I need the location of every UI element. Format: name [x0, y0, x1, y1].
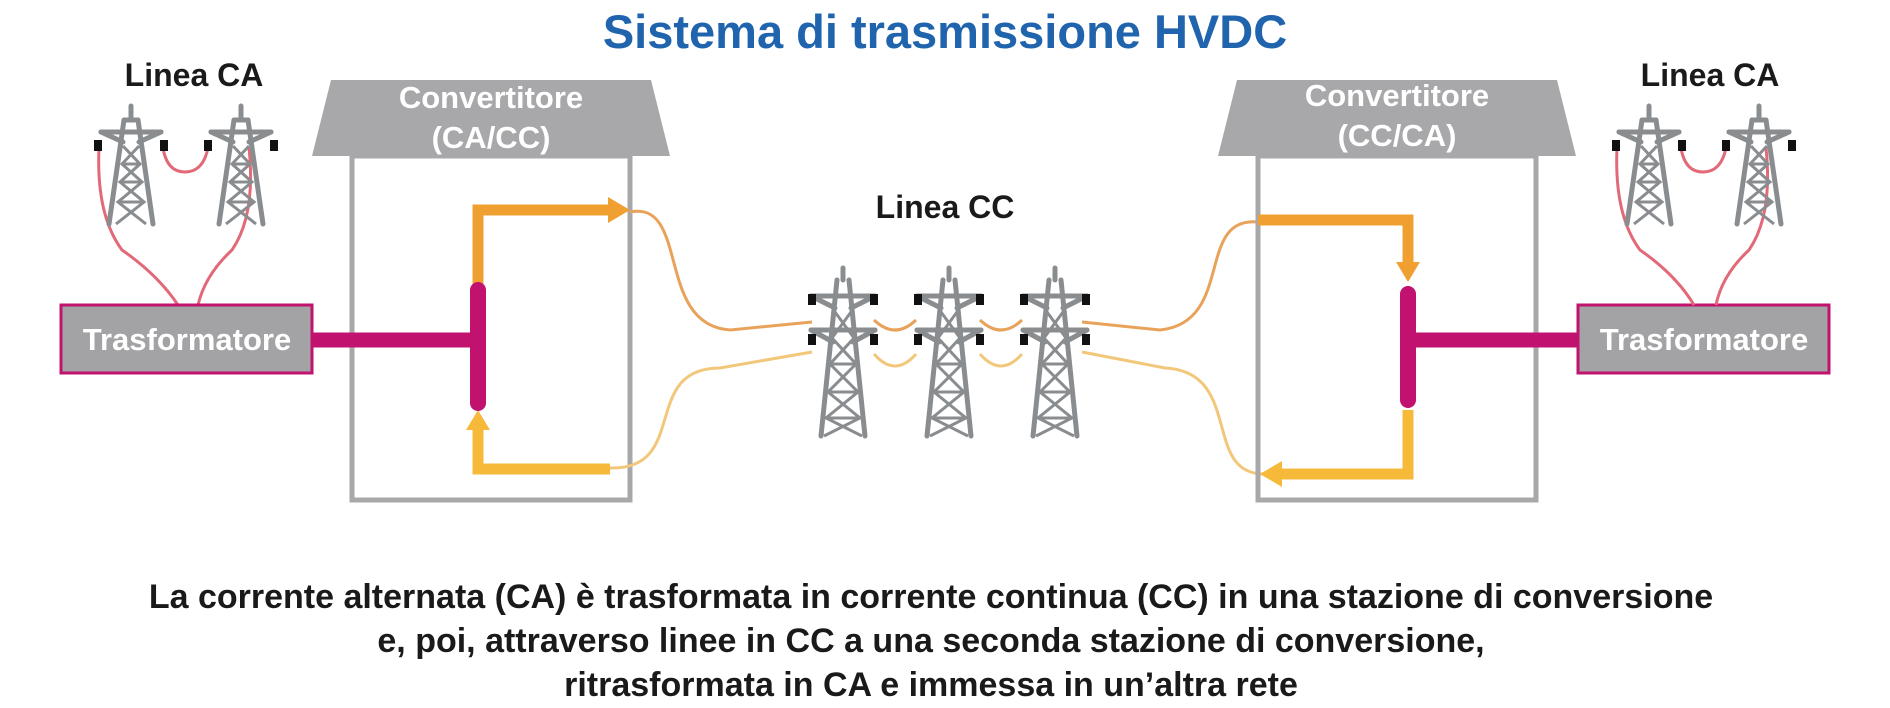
transmission-tower-icon [1729, 106, 1789, 224]
right-converter-label-line2: (CC/CA) [1338, 118, 1457, 153]
right-converter-dc-positive [1258, 214, 1414, 262]
arrow-head-icon [1396, 262, 1420, 282]
left-converter-roof [312, 80, 670, 156]
caption-line-3: ritrasformata in CA e immessa in un’altr… [564, 666, 1298, 704]
arrow-head-icon [608, 197, 630, 223]
arrow-head-icon [1260, 461, 1282, 487]
left-ac-line-label: Linea CA [125, 57, 264, 93]
page-title: Sistema di trasmissione HVDC [603, 5, 1287, 58]
transmission-tower-icon [1619, 106, 1679, 224]
dc-insulators [808, 294, 1090, 345]
transmission-tower-icon [917, 268, 981, 436]
arrow-head-icon [466, 410, 490, 430]
right-transformer-label: Trasformatore [1600, 322, 1808, 357]
dc-line-label: Linea CC [876, 189, 1015, 225]
right-ac-line-label: Linea CA [1641, 57, 1780, 93]
transmission-tower-icon [1023, 268, 1087, 436]
caption-line-1: La corrente alternata (CA) è trasformata… [149, 578, 1713, 616]
left-converter-dc-return [472, 430, 610, 475]
right-converter-label-line1: Convertitore [1305, 78, 1489, 113]
right-transformer [1576, 303, 1831, 375]
left-transformer-label: Trasformatore [83, 322, 291, 357]
left-ac-insulators [94, 140, 278, 151]
right-converter-roof [1218, 80, 1576, 156]
dc-cables [609, 209, 1269, 476]
left-transformer [59, 303, 314, 375]
right-converter-building [1255, 153, 1539, 503]
left-converter-dc-positive [472, 204, 612, 288]
right-ac-insulators [1612, 140, 1796, 151]
transmission-tower-icon [211, 106, 271, 224]
transmission-tower-icon [101, 106, 161, 224]
caption-line-2: e, poi, attraverso linee in CC a una sec… [377, 622, 1484, 660]
transmission-tower-icon [811, 268, 875, 436]
left-converter-label-line1: Convertitore [399, 80, 583, 115]
left-converter-label-line2: (CA/CC) [432, 120, 551, 155]
right-converter-dc-return [1280, 410, 1414, 480]
